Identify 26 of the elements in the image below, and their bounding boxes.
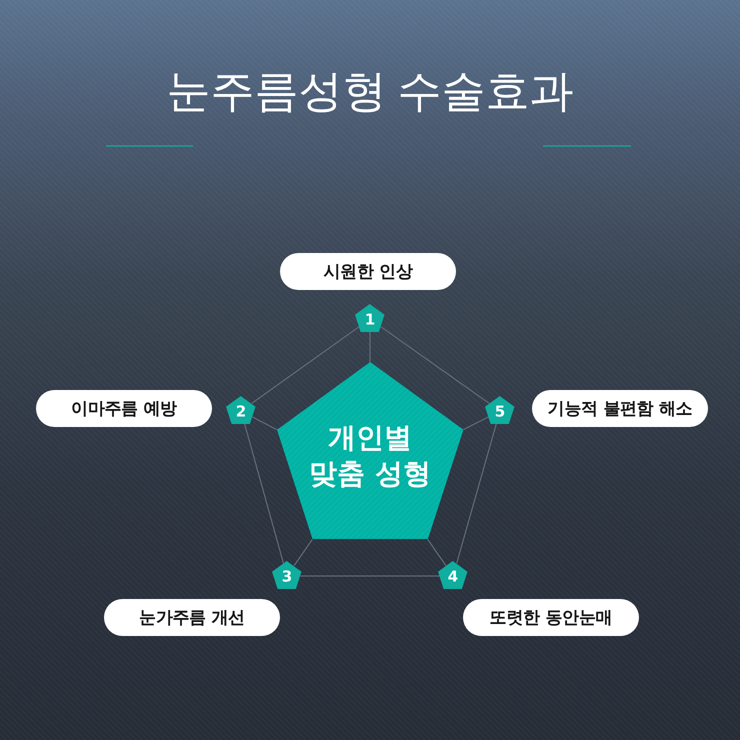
effect-label: 또렷한 동안눈매	[463, 599, 639, 636]
step-number: 1	[364, 311, 376, 328]
connector-line	[251, 326, 360, 404]
pentagon-marker	[485, 396, 515, 424]
center-pentagon	[276, 362, 464, 540]
effect-label: 기능적 불편함 해소	[532, 390, 708, 427]
effect-label: 이마주름 예방	[36, 390, 212, 427]
pentagon-marker	[272, 560, 302, 589]
connector-line	[244, 423, 284, 564]
connector-line	[252, 416, 278, 430]
pentagon-marker	[226, 396, 256, 424]
effect-label: 시원한 인상	[280, 253, 456, 290]
title: 눈주름성형 수술효과	[166, 66, 574, 118]
pentagon-marker	[355, 304, 385, 332]
connector-line	[462, 416, 490, 430]
step-number: 5	[494, 403, 506, 420]
connector-line	[380, 326, 490, 404]
step-number: 2	[236, 403, 246, 420]
step-number: 4	[448, 568, 458, 585]
connector-line	[294, 538, 313, 566]
step-number: 3	[282, 568, 292, 585]
pentagon-marker	[438, 560, 468, 589]
effect-label: 눈가주름 개선	[104, 599, 280, 636]
center-text: 개인별 맞춤 성형	[308, 420, 432, 492]
connector-line	[456, 423, 497, 564]
connector-line	[427, 538, 446, 566]
